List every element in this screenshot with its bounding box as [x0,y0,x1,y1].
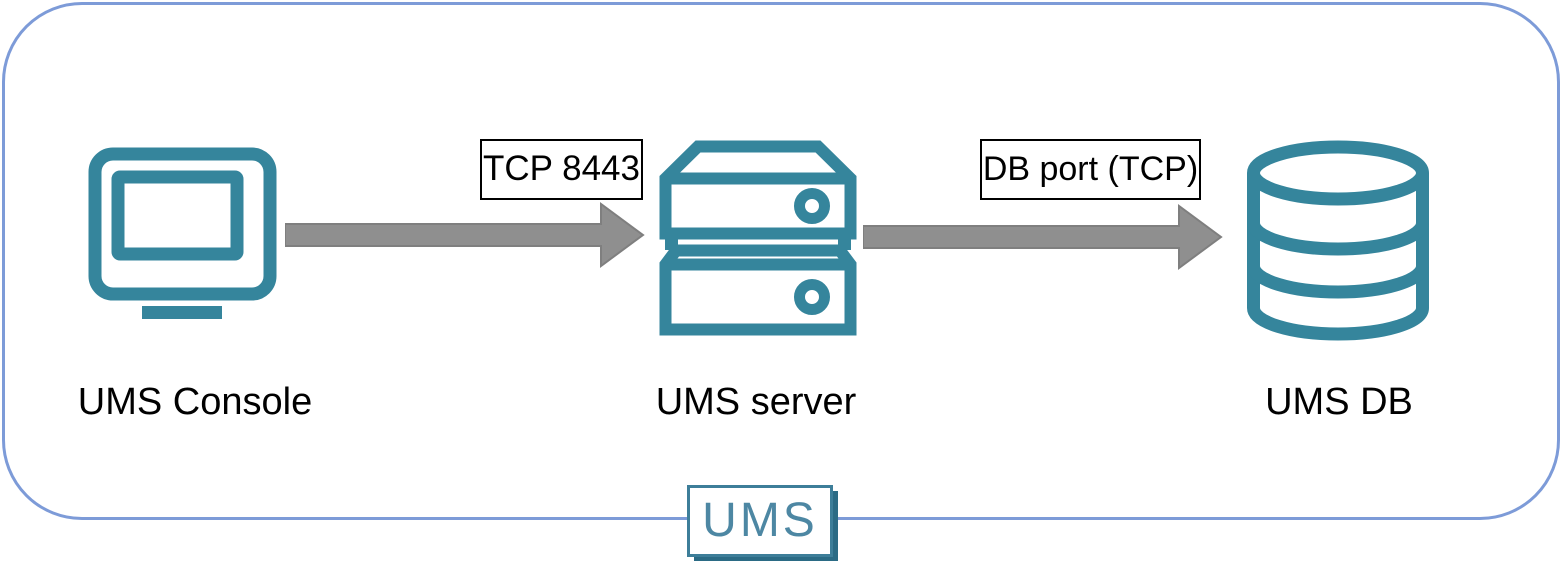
node-label-ums-console: UMS Console [77,381,313,423]
node-label-ums-db: UMS DB [1265,381,1413,423]
ums-badge-label: UMS [702,494,818,547]
connection-label-tcp-8443: TCP 8443 [480,139,643,200]
database-icon [1247,140,1429,341]
ums-badge: UMS [687,485,833,557]
monitor-icon [88,147,277,319]
arrow-right-icon [863,204,1223,270]
node-label-ums-server: UMS server [655,381,857,423]
arrow-right-icon [285,202,645,268]
server-icon [659,140,857,336]
connection-label-db-port: DB port (TCP) [980,139,1201,200]
